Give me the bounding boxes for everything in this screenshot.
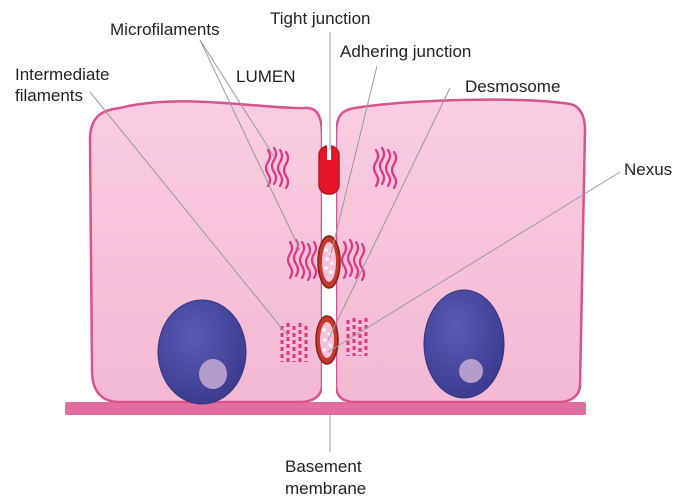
right-nucleolus: [459, 359, 483, 383]
basement-membrane-band: [65, 402, 586, 415]
label-lumen: LUMEN: [236, 67, 296, 86]
left-nucleolus: [199, 359, 227, 389]
label-basement-membrane-2: membrane: [285, 479, 366, 498]
label-desmosome: Desmosome: [465, 77, 560, 96]
right-nucleus: [424, 290, 504, 398]
desmosome: [316, 316, 338, 364]
label-intermediate-filaments-2: filaments: [15, 86, 83, 105]
label-basement-membrane-1: Basement: [285, 457, 362, 476]
adhering-junction: [318, 236, 340, 288]
left-nucleus: [158, 300, 246, 404]
label-nexus: Nexus: [624, 160, 672, 179]
label-microfilaments: Microfilaments: [110, 20, 220, 39]
label-tight-junction: Tight junction: [270, 9, 370, 28]
label-intermediate-filaments-1: Intermediate: [15, 65, 110, 84]
label-adhering-junction: Adhering junction: [340, 42, 471, 61]
